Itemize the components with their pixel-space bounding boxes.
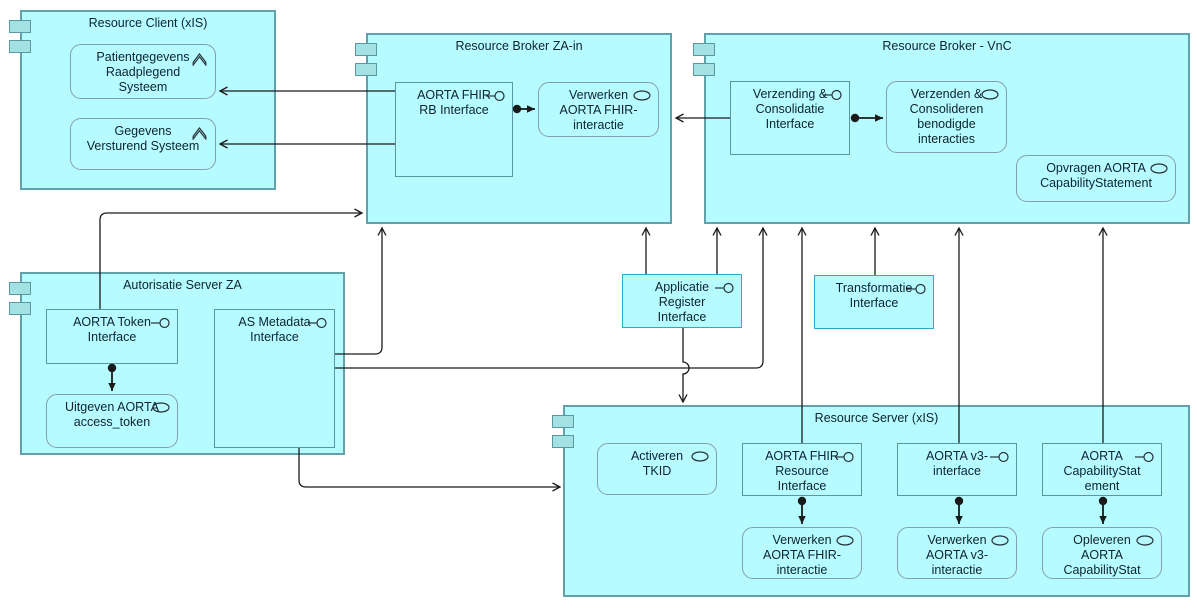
element-label: Uitgeven AORTA access_token	[64, 400, 160, 429]
element-label: Opleveren AORTA CapabilityStat	[1063, 533, 1141, 577]
element-verwerken-aorta-fhir-interactie-server[interactable]: Verwerken AORTA FHIR- interactie	[742, 527, 862, 579]
element-verzenden-consolideren-benodigde-interacties[interactable]: Verzenden & Consolideren benodigde inter…	[886, 81, 1007, 153]
element-label: AS Metadata Interface	[238, 315, 311, 344]
component-icon	[693, 63, 715, 76]
component-icon	[552, 435, 574, 448]
element-label: AORTA FHIR Resource Interface	[765, 449, 839, 493]
component-icon	[9, 302, 31, 315]
element-transformatie-interface[interactable]: Transformatie Interface	[814, 275, 934, 329]
interface-icon	[835, 451, 854, 463]
serving-applicatie-register-to-resource-server	[678, 328, 690, 404]
element-opvragen-aorta-capabilitystatement[interactable]: Opvragen AORTA CapabilityStatement	[1016, 155, 1176, 202]
element-verwerken-aorta-fhir-interactie-broker[interactable]: Verwerken AORTA FHIR- interactie	[538, 82, 659, 137]
element-patientgegevens-raadplegend-systeem[interactable]: Patientgegevens Raadplegend Systeem	[70, 44, 216, 99]
container-title: Resource Client (xIS)	[88, 16, 208, 30]
element-activeren-tkid[interactable]: Activeren TKID	[597, 443, 717, 495]
element-verwerken-aorta-v3-interactie[interactable]: Verwerken AORTA v3- interactie	[897, 527, 1017, 579]
element-label: Verwerken AORTA v3- interactie	[925, 533, 989, 577]
service-icon	[152, 402, 170, 413]
service-icon	[633, 90, 651, 101]
element-label: AORTA v3- interface	[925, 449, 989, 478]
interface-icon	[486, 90, 505, 102]
container-title: Resource Broker ZA-in	[455, 39, 583, 53]
element-label: AORTA CapabilityStat ement	[1063, 449, 1141, 493]
element-label: Verzenden & Consolideren benodigde inter…	[909, 87, 984, 146]
interface-icon	[907, 283, 926, 295]
component-icon	[355, 63, 377, 76]
element-label: Gegevens Versturend Systeem	[86, 124, 200, 153]
component-icon	[9, 20, 31, 33]
component-icon	[9, 40, 31, 53]
element-aorta-fhir-rb-interface[interactable]: AORTA FHIR RB Interface	[395, 82, 513, 177]
interface-icon	[1135, 451, 1154, 463]
interface-icon	[151, 317, 170, 329]
component-icon	[355, 43, 377, 56]
element-label: AORTA Token Interface	[73, 315, 151, 344]
service-icon	[1136, 535, 1154, 546]
element-label: Patientgegevens Raadplegend Systeem	[96, 50, 190, 94]
service-icon	[691, 451, 709, 462]
element-label: Transformatie Interface	[835, 281, 913, 310]
component-icon	[9, 282, 31, 295]
interface-icon	[715, 282, 734, 294]
element-gegevens-versturend-systeem[interactable]: Gegevens Versturend Systeem	[70, 118, 216, 170]
container-title: Resource Broker - VnC	[882, 39, 1012, 53]
interface-icon	[308, 317, 327, 329]
element-opleveren-aorta-capabilitystat[interactable]: Opleveren AORTA CapabilityStat	[1042, 527, 1162, 579]
interface-icon	[990, 451, 1009, 463]
element-label: AORTA FHIR RB Interface	[417, 88, 491, 117]
element-label: Verwerken AORTA FHIR- interactie	[762, 533, 841, 577]
element-aorta-token-interface[interactable]: AORTA Token Interface	[46, 309, 178, 364]
service-icon	[1150, 163, 1168, 174]
element-label: Opvragen AORTA CapabilityStatement	[1040, 161, 1152, 190]
interface-icon	[823, 89, 842, 101]
element-aorta-fhir-resource-interface[interactable]: AORTA FHIR Resource Interface	[742, 443, 862, 496]
container-title: Resource Server (xIS)	[814, 411, 939, 425]
element-label: Verzending & Consolidatie Interface	[752, 87, 828, 131]
element-label: Activeren TKID	[630, 449, 684, 478]
service-icon	[991, 535, 1009, 546]
container-title: Autorisatie Server ZA	[123, 278, 242, 292]
service-icon	[981, 89, 999, 100]
element-label: Verwerken AORTA FHIR- interactie	[559, 88, 638, 132]
element-uitgeven-aorta-access-token[interactable]: Uitgeven AORTA access_token	[46, 394, 178, 448]
function-icon	[192, 127, 207, 140]
service-icon	[836, 535, 854, 546]
component-icon	[693, 43, 715, 56]
element-aorta-capabilitystatement[interactable]: AORTA CapabilityStat ement	[1042, 443, 1162, 496]
element-applicatie-register-interface[interactable]: Applicatie Register Interface	[622, 274, 742, 328]
component-icon	[552, 415, 574, 428]
element-verzending-consolidatie-interface[interactable]: Verzending & Consolidatie Interface	[730, 81, 850, 155]
element-aorta-v3-interface[interactable]: AORTA v3- interface	[897, 443, 1017, 496]
element-as-metadata-interface[interactable]: AS Metadata Interface	[214, 309, 335, 448]
function-icon	[192, 53, 207, 66]
